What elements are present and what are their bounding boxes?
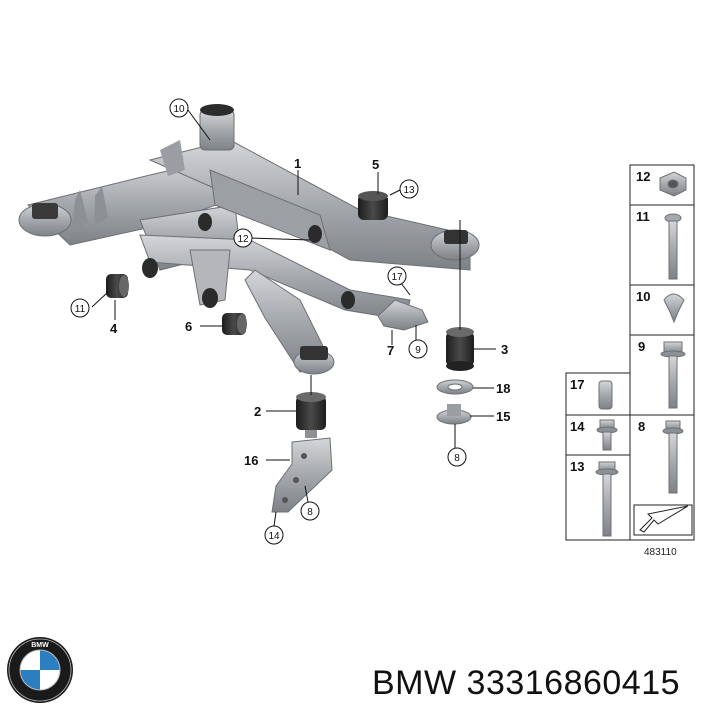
bracket-part-7 [377, 299, 429, 331]
callout-14: 14 [268, 531, 280, 542]
mount-part-2 [296, 392, 326, 438]
bracket-part-16 [271, 437, 333, 513]
plain-callouts: 1 2 3 4 5 6 7 15 16 18 [110, 156, 510, 468]
panel-label-13: 13 [570, 459, 584, 474]
logo-lettering: BMW [31, 642, 49, 649]
callout-5: 5 [372, 157, 379, 172]
callout-16: 16 [244, 453, 258, 468]
callout-8a: 8 [454, 453, 460, 464]
diagram-reference-number: 483110 [644, 547, 677, 558]
callout-2: 2 [254, 404, 261, 419]
panel-hardware [595, 171, 693, 537]
callout-3: 3 [501, 342, 508, 357]
circled-callout-labels: 10 13 12 17 11 9 8 8 14 [75, 104, 460, 542]
panel-label-14: 14 [570, 419, 585, 434]
callout-8b: 8 [307, 507, 313, 518]
washer-part-18 [436, 379, 474, 395]
callout-17: 17 [391, 272, 403, 283]
callout-11: 11 [75, 304, 86, 315]
bushing-part-5 [358, 191, 388, 220]
circled-callouts [70, 98, 467, 545]
bmw-logo-icon: BMW [7, 637, 73, 703]
panel-label-12: 12 [636, 169, 650, 184]
callout-6: 6 [185, 319, 192, 334]
callout-4: 4 [110, 321, 118, 336]
bushing-part-6 [222, 313, 247, 335]
mount-part-3 [446, 327, 474, 371]
rear-subframe [18, 104, 480, 375]
parts-panel [565, 164, 695, 541]
callout-15: 15 [496, 409, 510, 424]
panel-label-10: 10 [636, 289, 650, 304]
callout-7: 7 [387, 343, 394, 358]
callout-13: 13 [403, 185, 415, 196]
callout-12: 12 [237, 234, 249, 245]
callout-9: 9 [415, 345, 421, 356]
panel-label-9: 9 [638, 339, 645, 354]
parts-panel-labels: 12 11 10 9 17 14 8 13 [570, 169, 650, 474]
callout-1: 1 [294, 156, 301, 171]
callout-18: 18 [496, 381, 510, 396]
panel-label-8: 8 [638, 419, 645, 434]
callout-10: 10 [173, 104, 185, 115]
bushing-part-4 [106, 274, 129, 298]
washer-part-15 [436, 404, 472, 425]
panel-label-11: 11 [636, 209, 650, 224]
part-number-label: BMW 33316860415 [372, 664, 681, 702]
panel-label-17: 17 [570, 377, 584, 392]
